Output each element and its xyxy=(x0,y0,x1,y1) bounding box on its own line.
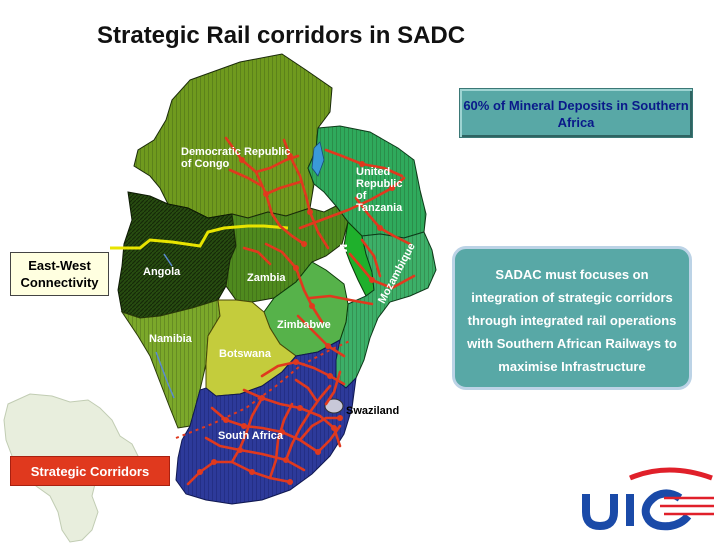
east-west-connectivity-label: East-West Connectivity xyxy=(10,252,109,296)
label-tanzania: United Republic of Tanzania xyxy=(356,166,403,214)
label-botswana: Botswana xyxy=(219,348,271,360)
east-west-rail-line xyxy=(110,224,289,250)
label-zimbabwe: Zimbabwe xyxy=(277,319,331,331)
label-malawi: Malawi xyxy=(337,244,348,277)
label-angola: Angola xyxy=(143,266,181,278)
label-namibia: Namibia xyxy=(149,333,192,345)
dotted-corridor xyxy=(175,339,353,439)
label-drc: Democratic Republic of Congo xyxy=(181,146,291,170)
rail-nodes xyxy=(197,153,395,485)
swaziland-region xyxy=(324,398,344,414)
label-zambia: Zambia xyxy=(247,272,286,284)
page-title: Strategic Rail corridors in SADC xyxy=(97,22,466,49)
sadac-callout: SADAC must focuses on integration of str… xyxy=(452,246,692,390)
strategic-corridors-label: Strategic Corridors xyxy=(10,456,170,486)
uic-logo xyxy=(582,467,714,531)
label-south-africa: South Africa xyxy=(218,430,283,442)
mineral-deposits-box: 60% of Mineral Deposits in Southern Afri… xyxy=(459,88,693,138)
label-swaziland: Swaziland xyxy=(346,405,400,417)
